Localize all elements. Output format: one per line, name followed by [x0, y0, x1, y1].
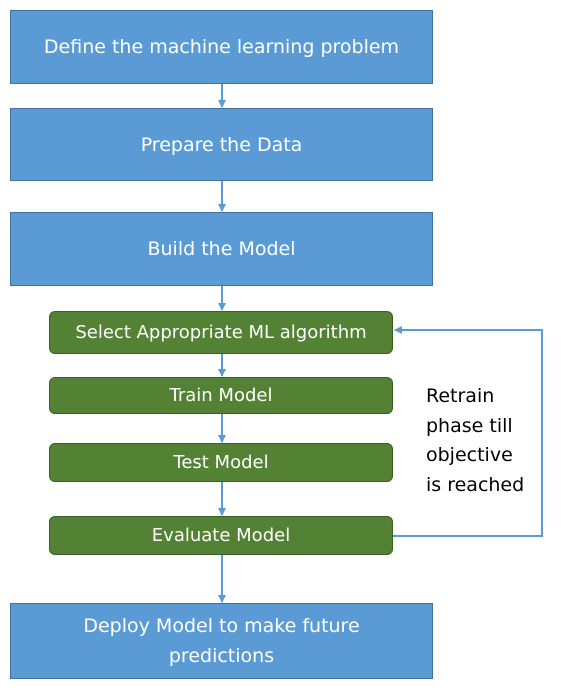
stage-define-problem: Define the machine learning problem	[10, 10, 433, 84]
retrain-note-line: is reached	[426, 473, 525, 496]
stage-prepare-data-label: Prepare the Data	[140, 133, 303, 156]
retrain-note-line: Retrain	[426, 385, 495, 407]
stage-define-problem-label: Define the machine learning problem	[43, 36, 400, 58]
retrain-note: Retrain phase till objective is reached	[426, 382, 546, 500]
substep-evaluate-model: Evaluate Model	[49, 516, 393, 555]
retrain-loop-arrow	[393, 326, 543, 537]
retrain-note-line: phase till	[426, 414, 513, 437]
substep-train-model: Train Model	[49, 377, 393, 414]
stage-prepare-data: Prepare the Data	[10, 108, 433, 181]
stage-build-model: Build the Model	[10, 212, 433, 286]
stage-build-model-label: Build the Model	[147, 238, 296, 260]
substep-test-model: Test Model	[49, 443, 393, 482]
substep-test-model-label: Test Model	[173, 452, 269, 473]
retrain-note-line: objective	[426, 444, 513, 466]
stage-deploy-model: Deploy Model to make future predictions	[10, 603, 433, 679]
substep-train-model-label: Train Model	[169, 385, 273, 406]
stage-deploy-model-label: Deploy Model to make future predictions	[83, 615, 360, 667]
substep-select-algorithm: Select Appropriate ML algorithm	[49, 311, 393, 354]
substep-evaluate-model-label: Evaluate Model	[151, 525, 291, 546]
substep-select-algorithm-label: Select Appropriate ML algorithm	[75, 322, 367, 343]
